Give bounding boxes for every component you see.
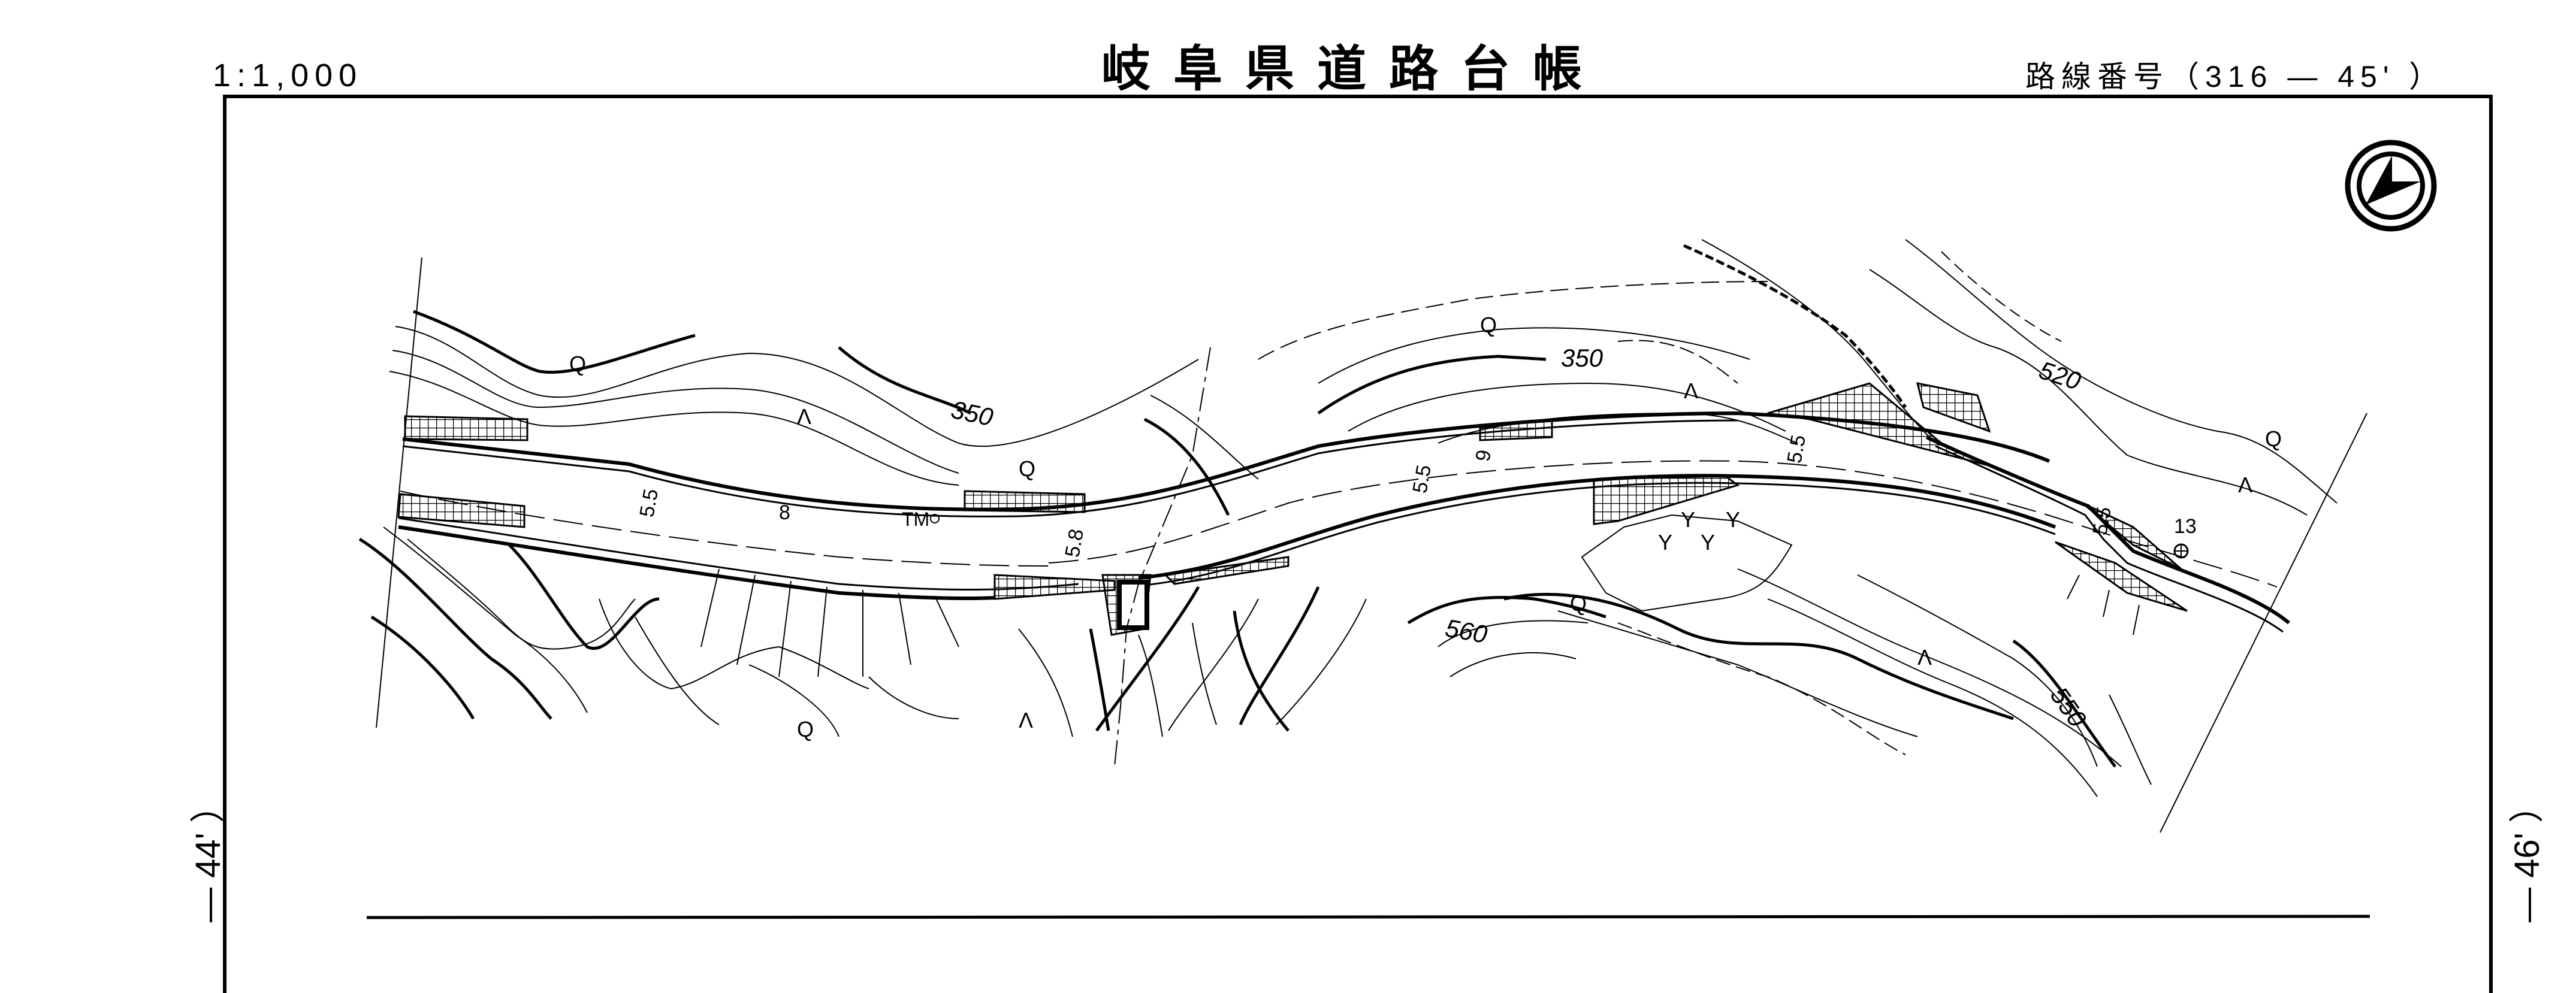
conifer-symbol: Λ — [797, 404, 811, 429]
road-width-label: 8 — [779, 501, 790, 524]
road-width-label: 5.5 — [1783, 433, 1810, 465]
vegetation-symbols: Q Q Q Q Q Q Λ Λ Λ Λ Λ Y Y Y Y — [569, 313, 2282, 741]
broadleaf-symbol: Q — [569, 352, 586, 376]
road-width-label: 5.5 — [2088, 505, 2116, 537]
broadleaf-symbol: Q — [1570, 591, 1587, 616]
mulberry-symbol: Y — [1726, 507, 1740, 532]
mulberry-symbol: Y — [1701, 530, 1715, 555]
mulberry-symbol: Y — [1681, 507, 1695, 532]
conifer-symbol: Λ — [1917, 645, 1932, 670]
contours-south — [358, 526, 2152, 797]
road-width-label: 9 — [1471, 448, 1496, 463]
contour-label: 520 — [2036, 356, 2085, 396]
map-frame — [223, 95, 2493, 993]
road-map: 350 350 520 560 550 5.5 8 5.8 5.5 9 5.5 … — [358, 239, 2370, 919]
field-boundary — [1581, 514, 1793, 612]
retaining-walls — [397, 382, 2188, 636]
contour-label: 560 — [1443, 614, 1490, 649]
branch-road — [1683, 239, 2290, 633]
stream — [1114, 347, 1211, 767]
main-road — [398, 411, 2278, 601]
map-edge-left — [376, 257, 422, 728]
contours-north — [389, 239, 2338, 516]
conifer-symbol: Λ — [1019, 708, 1033, 732]
broadleaf-symbol: Q — [1480, 313, 1497, 337]
broadleaf-symbol: Q — [797, 717, 814, 741]
broadleaf-symbol: Q — [1019, 456, 1035, 481]
slope-hachures — [700, 568, 2140, 677]
mulberry-symbol: Y — [1658, 530, 1672, 555]
conifer-symbol: Λ — [1684, 379, 1698, 403]
road-width-label: 5.5 — [1408, 463, 1436, 495]
contour-label: 350 — [1561, 344, 1603, 372]
conifer-symbol: Λ — [2238, 473, 2252, 497]
bottom-rule — [366, 915, 2370, 919]
map-edge-right — [2160, 413, 2367, 833]
route-number: 路線番号（316 — 45' ） — [2025, 60, 2445, 93]
tm-marker-icon — [930, 514, 940, 523]
map-scale: 1:1,000 — [213, 57, 363, 93]
road-width-label: 5.5 — [635, 487, 663, 519]
contour-label: 350 — [949, 395, 996, 432]
road-width-label: 5.8 — [1061, 527, 1088, 559]
broadleaf-symbol: Q — [2265, 426, 2282, 451]
north-arrow-icon — [2345, 140, 2437, 232]
culvert-box — [1117, 580, 1149, 630]
page-title: 岐阜県道路台帳 — [1101, 41, 1605, 98]
tm-marker-label: TM — [902, 508, 929, 530]
road-width-label: 13 — [2174, 515, 2197, 538]
